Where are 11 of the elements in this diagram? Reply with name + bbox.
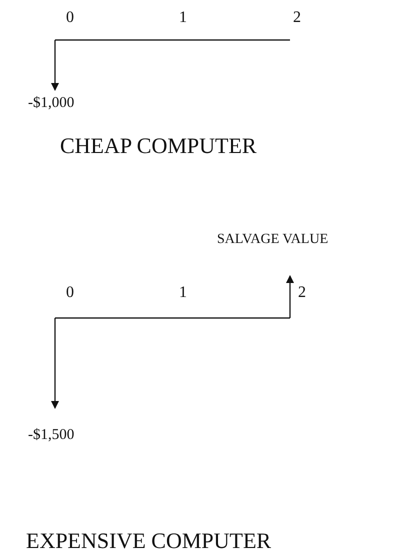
period-number: 0 <box>66 10 74 26</box>
period-number: 2 <box>298 285 306 301</box>
period-number: 1 <box>179 285 187 301</box>
cash-amount: -$1,000 <box>28 96 74 111</box>
period-number: 1 <box>179 10 187 26</box>
cash-flow-label: SALVAGE VALUE <box>217 233 328 247</box>
diagram-caption: CHEAP COMPUTER <box>60 135 257 157</box>
period-number: 0 <box>66 285 74 301</box>
cash-amount: -$1,500 <box>28 428 74 443</box>
period-number: 2 <box>293 10 301 26</box>
diagram-caption: EXPENSIVE COMPUTER <box>26 530 272 552</box>
